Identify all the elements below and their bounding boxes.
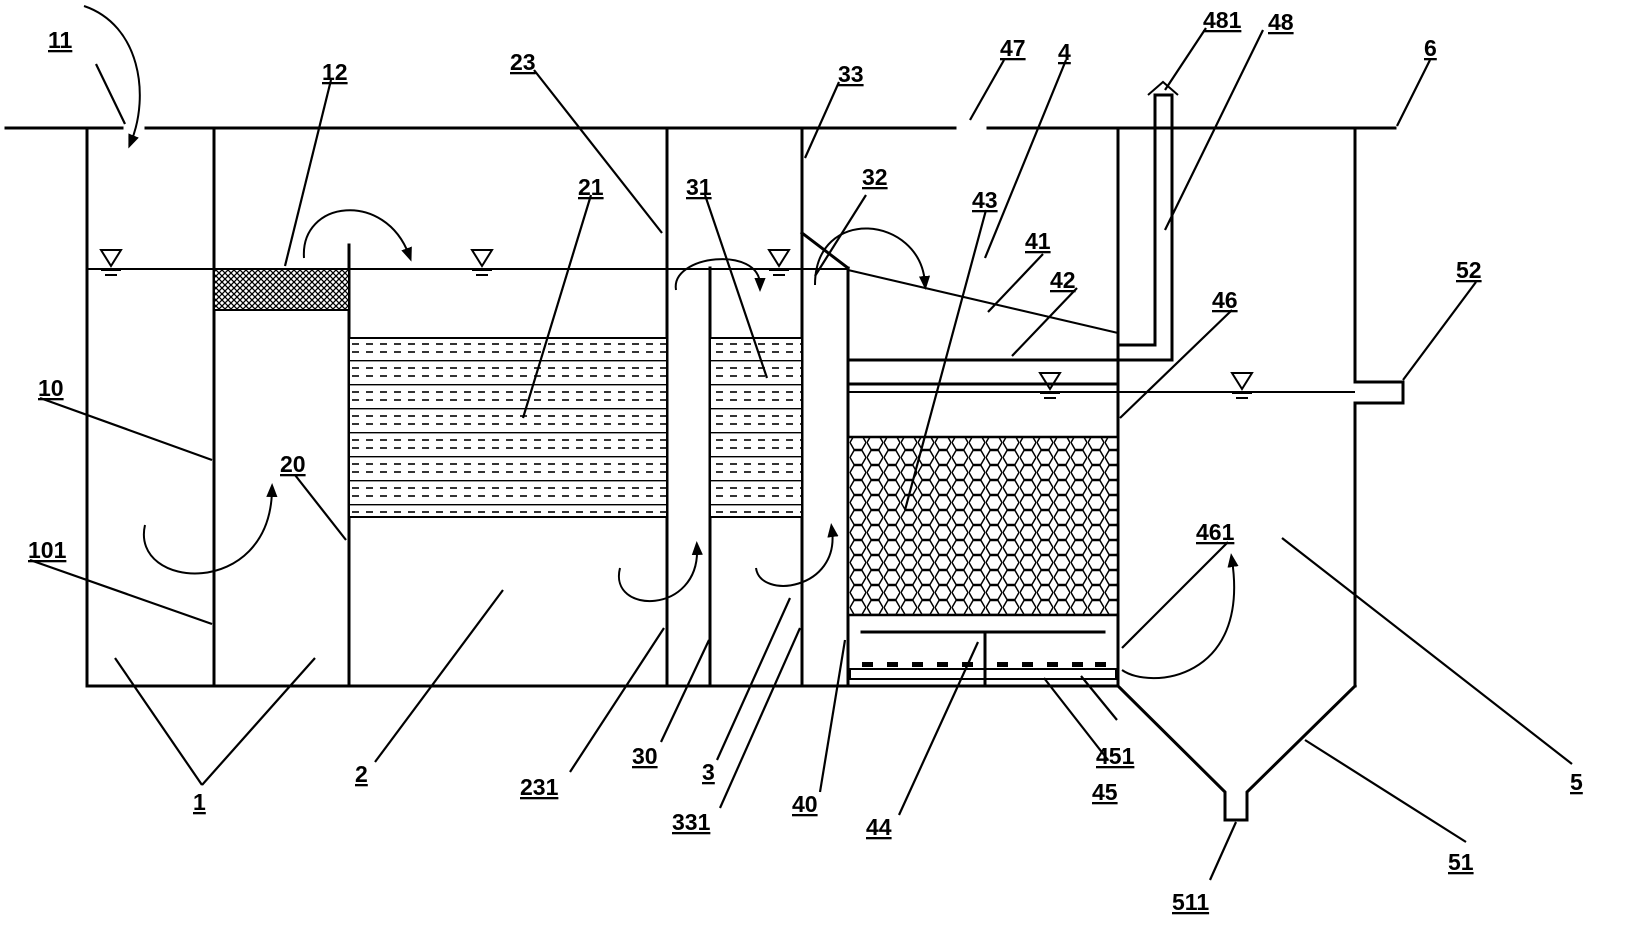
label-231: 231 [520, 774, 559, 800]
label-41: 41 [1025, 228, 1051, 254]
label-21: 21 [578, 174, 604, 200]
water-levels [87, 268, 1355, 393]
aeration-pipe [849, 630, 1117, 688]
label-10: 10 [38, 375, 64, 401]
label-1: 1 [193, 789, 206, 815]
label-331: 331 [672, 809, 711, 835]
floating-screen-media [213, 268, 350, 311]
label-451: 451 [1096, 743, 1135, 769]
leader-lines [29, 27, 1573, 881]
label-12: 12 [322, 59, 348, 85]
anoxic-filler-media [709, 337, 803, 518]
water-level-symbols [99, 249, 1254, 399]
label-46: 46 [1212, 287, 1238, 313]
label-51: 51 [1448, 849, 1474, 875]
label-23: 23 [510, 49, 536, 75]
label-11: 11 [48, 27, 73, 53]
flow-arrows [83, 5, 1239, 680]
label-20: 20 [280, 451, 306, 477]
label-47: 47 [1000, 35, 1026, 61]
label-40: 40 [792, 791, 818, 817]
tank-shell [85, 126, 1405, 822]
label-31: 31 [686, 174, 712, 200]
anaerobic-filler-media [348, 337, 668, 518]
air-lift-pipe [1116, 80, 1179, 362]
label-4: 4 [1058, 39, 1071, 65]
label-3: 3 [702, 759, 715, 785]
aerobic-biofilm-media [846, 435, 1120, 617]
label-30: 30 [632, 743, 658, 769]
label-101: 101 [28, 537, 67, 563]
label-33: 33 [838, 61, 864, 87]
label-42: 42 [1050, 267, 1076, 293]
label-5: 5 [1570, 769, 1583, 795]
label-45: 45 [1092, 779, 1118, 805]
label-43: 43 [972, 187, 998, 213]
label-511: 511 [1172, 889, 1209, 915]
labels: 11 12 23 33 47 4 481 48 6 21 31 32 43 41… [28, 7, 1583, 915]
label-6: 6 [1424, 35, 1437, 61]
label-461: 461 [1196, 519, 1235, 545]
label-2: 2 [355, 761, 368, 787]
label-48: 48 [1268, 9, 1294, 35]
label-32: 32 [862, 164, 888, 190]
label-52: 52 [1456, 257, 1482, 283]
label-44: 44 [866, 814, 892, 840]
label-481: 481 [1203, 7, 1242, 33]
